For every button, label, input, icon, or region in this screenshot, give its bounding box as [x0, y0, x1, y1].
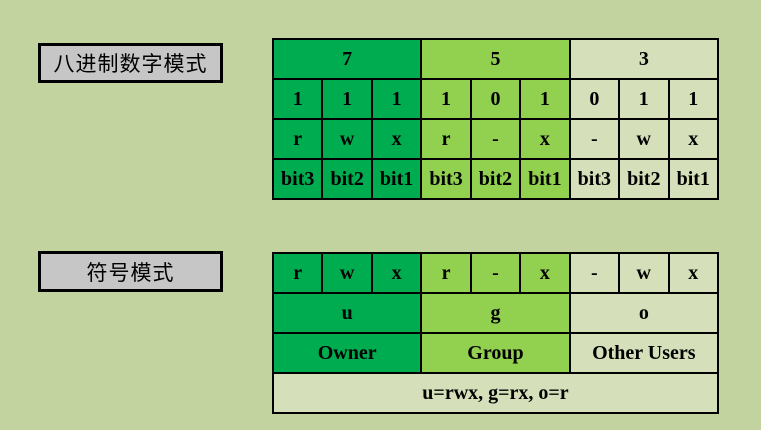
group-letter-cell: o — [568, 292, 720, 334]
group-names-row: Owner Group Other Users — [271, 332, 720, 374]
octal-mode-label: 八进制数字模式 — [53, 52, 208, 76]
group-letters-row: u g o — [271, 292, 720, 334]
bit-label-cell: bit1 — [667, 158, 719, 200]
octal-digit-cell: 5 — [420, 38, 571, 80]
binary-bits-row: 1 1 1 1 0 1 0 1 1 — [271, 78, 719, 120]
permission-symbol-cell: - — [469, 252, 522, 294]
bit-value-cell: 0 — [568, 78, 621, 120]
bit-label-cell: bit3 — [568, 158, 621, 200]
bit-value-cell: 1 — [667, 78, 719, 120]
permission-symbols-row: r w x r - x - w x — [271, 118, 719, 160]
bit-label-cell: bit1 — [519, 158, 571, 200]
octal-digits-row: 7 5 3 — [271, 38, 720, 80]
permission-symbol-cell: x — [667, 118, 719, 160]
bit-labels-row: bit3 bit2 bit1 bit3 bit2 bit1 bit3 bit2 … — [271, 158, 719, 200]
permission-symbol-cell: - — [568, 118, 621, 160]
summary-cell: u=rwx, g=rx, o=r — [272, 372, 719, 414]
summary-row: u=rwx, g=rx, o=r — [272, 372, 719, 414]
permission-symbol-cell: x — [519, 118, 571, 160]
bit-value-cell: 1 — [420, 78, 472, 120]
permission-symbols-row: r w x r - x - w x — [271, 252, 719, 294]
permission-symbol-cell: x — [370, 118, 423, 160]
permission-symbol-cell: w — [321, 118, 373, 160]
bit-value-cell: 0 — [469, 78, 522, 120]
bit-value-cell: 1 — [321, 78, 373, 120]
permission-symbol-cell: r — [271, 252, 324, 294]
bit-value-cell: 1 — [618, 78, 670, 120]
permission-symbol-cell: - — [568, 252, 621, 294]
octal-digit-cell: 7 — [271, 38, 423, 80]
permission-symbol-cell: r — [271, 118, 324, 160]
bit-label-cell: bit3 — [271, 158, 324, 200]
permission-symbol-cell: r — [420, 118, 472, 160]
bit-value-cell: 1 — [271, 78, 324, 120]
permission-symbol-cell: w — [321, 252, 373, 294]
octal-mode-table: 7 5 3 1 1 1 1 0 1 0 1 1 r w x r - x - w … — [271, 38, 720, 200]
bit-label-cell: bit1 — [370, 158, 423, 200]
permission-symbol-cell: - — [469, 118, 522, 160]
bit-label-cell: bit2 — [321, 158, 373, 200]
octal-mode-label-box: 八进制数字模式 — [38, 43, 223, 83]
permission-symbol-cell: x — [370, 252, 423, 294]
group-letter-cell: u — [271, 292, 423, 334]
group-name-cell: Other Users — [568, 332, 720, 374]
symbol-mode-label: 符号模式 — [86, 260, 175, 285]
permission-symbol-cell: x — [667, 252, 719, 294]
permission-symbol-cell: w — [618, 252, 670, 294]
group-name-cell: Group — [420, 332, 571, 374]
symbol-mode-table: r w x r - x - w x u g o Owner Group Othe… — [271, 252, 720, 414]
bit-label-cell: bit2 — [469, 158, 522, 200]
group-name-cell: Owner — [271, 332, 423, 374]
permission-symbol-cell: w — [618, 118, 670, 160]
permission-symbol-cell: x — [519, 252, 571, 294]
bit-value-cell: 1 — [519, 78, 571, 120]
bit-label-cell: bit3 — [420, 158, 472, 200]
bit-label-cell: bit2 — [618, 158, 670, 200]
bit-value-cell: 1 — [370, 78, 423, 120]
group-letter-cell: g — [420, 292, 571, 334]
octal-digit-cell: 3 — [568, 38, 720, 80]
symbol-mode-label-box: 符号模式 — [38, 251, 223, 292]
permission-symbol-cell: r — [420, 252, 472, 294]
